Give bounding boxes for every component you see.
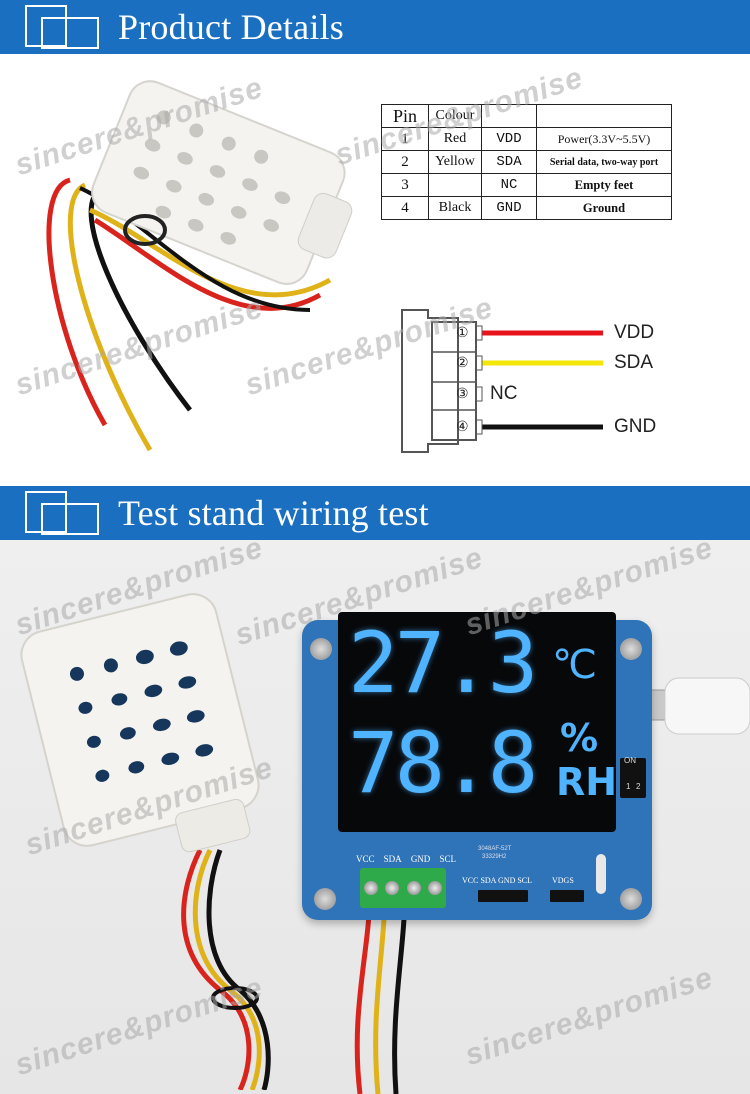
banner-squares-icon bbox=[25, 491, 99, 535]
pin-number: ② bbox=[456, 354, 469, 370]
screw-icon bbox=[620, 638, 642, 660]
switch-on-label: ON bbox=[624, 756, 636, 765]
screw-terminal-block[interactable] bbox=[360, 868, 446, 908]
cell-function: Empty feet bbox=[536, 173, 672, 197]
pin-header[interactable] bbox=[478, 890, 528, 902]
cell-colour: Yellow bbox=[428, 150, 482, 174]
banner-squares-icon bbox=[25, 5, 99, 49]
header-pin: Pin bbox=[381, 104, 429, 128]
dip-switch[interactable]: ON 1 2 bbox=[620, 756, 646, 798]
screw-icon bbox=[620, 888, 642, 910]
wire-label-vdd: VDD bbox=[614, 322, 655, 343]
wire-label-sda: SDA bbox=[614, 352, 654, 373]
terminal-screw-icon bbox=[406, 881, 421, 895]
cell-signal: GND bbox=[481, 196, 537, 220]
terminal-screw-icon bbox=[385, 881, 400, 895]
cell-signal: VDD bbox=[481, 127, 537, 151]
watermark-text: sincere&promise bbox=[461, 960, 718, 1073]
sensor-module bbox=[20, 593, 271, 1090]
terminal-label: VCC bbox=[356, 854, 375, 864]
header-colour: Colour bbox=[428, 104, 482, 128]
switch-number: 1 bbox=[626, 782, 631, 791]
section-title: Test stand wiring test bbox=[118, 493, 429, 533]
table-row: Pin Colour bbox=[381, 104, 672, 128]
terminal-label: SCL bbox=[439, 854, 456, 864]
pin-number: ① bbox=[456, 324, 469, 340]
temperature-value: 27.3 bbox=[348, 614, 538, 712]
terminal-label: SDA bbox=[383, 854, 402, 864]
table-row: 1 Red VDD Power(3.3V~5.5V) bbox=[381, 127, 672, 151]
lcd-display: 27.3 ℃ 78.8 % RH bbox=[338, 612, 618, 832]
header-function bbox=[536, 104, 672, 128]
humidity-unit-rh: RH bbox=[556, 760, 618, 804]
controller-board: 27.3 ℃ 78.8 % RH ON 1 2 VCC SDA GND SCL … bbox=[302, 612, 652, 920]
header-signal bbox=[481, 104, 537, 128]
cell-function: Serial data, two-way port bbox=[536, 150, 672, 174]
temperature-unit: ℃ bbox=[552, 642, 597, 688]
board-silkscreen-1: 3048AF-52T bbox=[478, 846, 512, 852]
table-row: 3 NC Empty feet bbox=[381, 173, 672, 197]
table-row: 2 Yellow SDA Serial data, two-way port bbox=[381, 150, 672, 174]
cell-signal: NC bbox=[481, 173, 537, 197]
cell-signal: SDA bbox=[481, 150, 537, 174]
screw-icon bbox=[314, 888, 336, 910]
pin-table: Pin Colour 1 Red VDD Power(3.3V~5.5V) 2 … bbox=[381, 104, 672, 220]
wire-label-nc: NC bbox=[490, 383, 518, 404]
cell-function: Ground bbox=[536, 196, 672, 220]
section-banner-test-stand: Test stand wiring test bbox=[0, 486, 750, 540]
cell-pin: 1 bbox=[381, 127, 429, 151]
section-banner-product-details: Product Details bbox=[0, 0, 750, 54]
board-slot bbox=[596, 854, 606, 894]
wiring-diagram: ① ② ③ ④ VDD SDA NC GND bbox=[398, 306, 668, 456]
vdgs-label: VDGS bbox=[552, 876, 574, 885]
section-title: Product Details bbox=[118, 7, 344, 47]
terminal-screw-icon bbox=[428, 881, 443, 895]
cell-pin: 4 bbox=[381, 196, 429, 220]
vdgs-header[interactable] bbox=[550, 890, 584, 902]
sensor-photo bbox=[46, 80, 353, 452]
cell-colour bbox=[428, 173, 482, 197]
cell-function: Power(3.3V~5.5V) bbox=[536, 127, 672, 151]
cell-pin: 3 bbox=[381, 173, 429, 197]
table-row: 4 Black GND Ground bbox=[381, 196, 672, 220]
wire-label-gnd: GND bbox=[614, 416, 657, 437]
humidity-value: 78.8 bbox=[348, 714, 538, 812]
cell-colour: Red bbox=[428, 127, 482, 151]
terminal-wires bbox=[354, 890, 408, 1094]
connector-outline bbox=[401, 309, 603, 453]
switch-number: 2 bbox=[636, 782, 641, 791]
humidity-unit-percent: % bbox=[560, 716, 599, 760]
test-stand-photo: 27.3 ℃ 78.8 % RH ON 1 2 VCC SDA GND SCL … bbox=[0, 540, 750, 1094]
cell-colour: Black bbox=[428, 196, 482, 220]
header-label: VCC SDA GND SCL bbox=[462, 876, 533, 885]
terminal-label: GND bbox=[410, 854, 431, 864]
terminal-screw-icon bbox=[363, 881, 378, 895]
pin-number: ④ bbox=[456, 418, 469, 434]
board-silkscreen-2: 33329H2 bbox=[482, 854, 507, 860]
cell-pin: 2 bbox=[381, 150, 429, 174]
terminal-label-row: VCC SDA GND SCL bbox=[356, 854, 456, 864]
screw-icon bbox=[310, 638, 332, 660]
pin-number: ③ bbox=[456, 385, 469, 401]
